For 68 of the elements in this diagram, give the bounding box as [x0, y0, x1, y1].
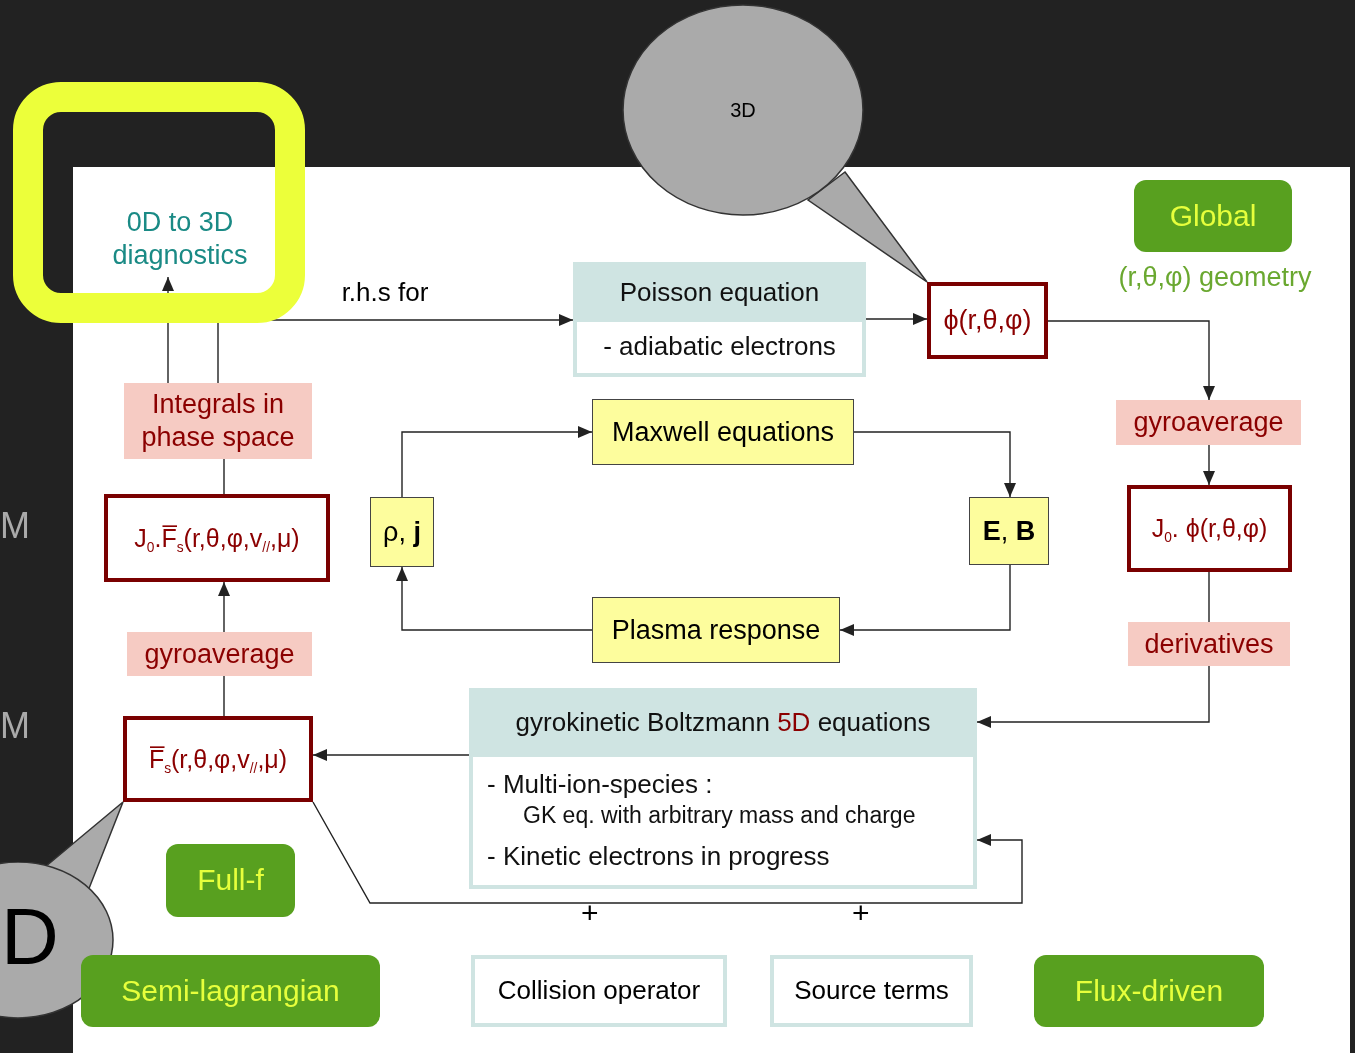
box-label: E, B	[982, 514, 1036, 548]
annotation-text: 0D to 3D diagnostics	[95, 200, 265, 277]
box-label: Full-f	[197, 862, 264, 899]
arrow	[312, 749, 470, 761]
connector-line	[1208, 571, 1210, 623]
equation-note: GK eq. with arbitrary mass and charge	[522, 801, 916, 829]
highlight-frame	[13, 82, 305, 323]
field-box	[592, 597, 840, 663]
operation-box	[1116, 400, 1301, 445]
bubble-pointer	[807, 171, 928, 283]
arrow	[976, 665, 1210, 728]
arrow	[218, 581, 230, 633]
box-label: ρ, j	[383, 515, 421, 549]
box-label: J$_{0}$.F̅$_{s}$(r,θ,φ,v$_{//}$,μ)	[134, 522, 300, 554]
caption-text: (r,θ,φ) geometry	[1117, 262, 1313, 293]
partial-text: M	[0, 508, 30, 544]
arrow	[401, 426, 593, 498]
arrow	[853, 431, 1016, 498]
equation-title: Poisson equation	[618, 276, 821, 309]
box-label: F̅$_{s}$(r,θ,φ,v$_{//}$,μ)	[148, 743, 288, 775]
tag-box	[1034, 955, 1264, 1027]
term-box	[471, 955, 727, 1027]
equation-title: gyrokinetic Boltzmann 5D equations	[514, 706, 932, 739]
equation-box	[469, 688, 977, 889]
box-label: Maxwell equations	[611, 415, 835, 449]
operation-box	[127, 632, 312, 676]
tag-box	[166, 844, 295, 917]
field-box	[592, 399, 854, 465]
box-label: Flux-driven	[1074, 972, 1224, 1009]
variable-box	[104, 494, 330, 582]
box-label: J$_{0}$. ϕ(r,θ,φ)	[1151, 513, 1268, 544]
plus-sign: +	[581, 898, 599, 928]
field-box	[969, 497, 1049, 565]
arrow	[865, 313, 928, 325]
bubble-text: 3D	[730, 100, 756, 120]
operation-box	[1128, 622, 1290, 666]
box-label: derivatives	[1144, 627, 1274, 661]
box-label: Integrals in phase space	[140, 388, 296, 454]
box-label: Plasma response	[611, 613, 821, 647]
variable-box	[123, 716, 313, 802]
variable-box	[927, 282, 1048, 359]
box-label: ϕ(r,θ,φ)	[943, 304, 1032, 337]
tag-box	[81, 955, 380, 1027]
equation-note: - Multi-ion-species :	[487, 768, 713, 800]
bubble-text: D	[1, 897, 59, 977]
arrow	[1203, 444, 1215, 486]
arrow	[1047, 320, 1215, 401]
term-box	[770, 955, 973, 1027]
partial-text: M	[0, 708, 30, 744]
box-label: gyroaverage	[1133, 406, 1284, 439]
plus-sign: +	[852, 898, 870, 928]
box-label: Source terms	[794, 975, 949, 1007]
arrow	[839, 564, 1011, 636]
field-box	[370, 497, 434, 567]
connector-line	[223, 675, 225, 717]
equation-box	[573, 262, 866, 377]
connector-line	[223, 458, 225, 495]
variable-box	[1127, 485, 1292, 572]
equation-note: - Kinetic electrons in progress	[487, 840, 830, 872]
tag-box	[1134, 180, 1292, 252]
arrow	[312, 801, 1023, 904]
arrow	[396, 566, 593, 631]
box-label: Collision operator	[497, 975, 701, 1007]
box-label: gyroaverage	[144, 637, 295, 671]
operation-box	[124, 383, 312, 459]
box-label: Global	[1169, 197, 1257, 234]
box-label: Semi-lagrangian	[121, 972, 340, 1009]
equation-note: - adiabatic electrons	[603, 331, 836, 362]
